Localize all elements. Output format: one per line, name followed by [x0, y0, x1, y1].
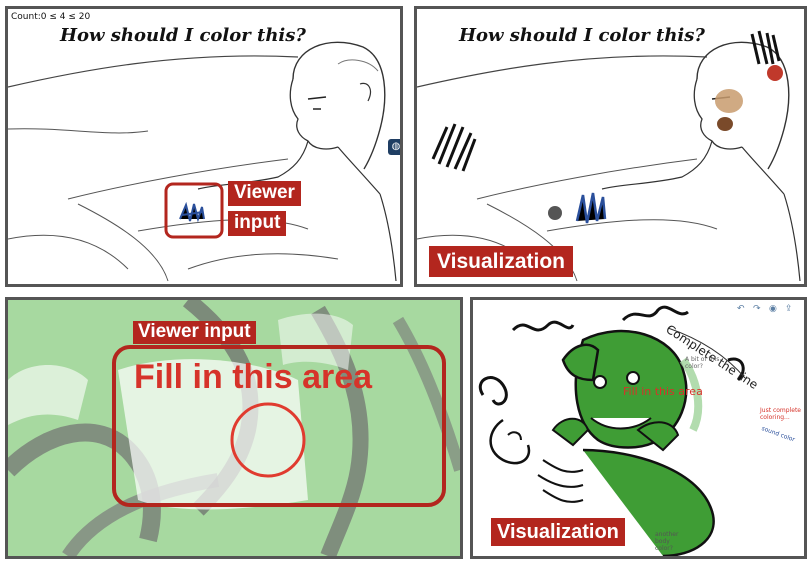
small-note-1b: color? — [685, 363, 703, 370]
share-icon[interactable]: ⇪ — [785, 304, 793, 314]
palette-icon[interactable]: ◍ — [388, 139, 400, 155]
fill-in-area-text: Fill in this area — [134, 358, 373, 396]
count-readout: Count:0 ≤ 4 ≤ 20 — [11, 12, 91, 22]
bottom-note-b: body — [655, 538, 670, 545]
viewer-input-tag-line2: input — [228, 211, 287, 236]
visualization-canvas — [417, 30, 801, 282]
fill-in-area-note: Fill in this area — [623, 385, 703, 398]
zoom-canvas[interactable] — [8, 300, 460, 556]
panel-viewer-input-sketch: Count:0 ≤ 4 ≤ 20 How should I color this… — [5, 6, 403, 287]
visualization-tag: Visualization — [429, 246, 573, 278]
question-text: How should I color this? — [459, 25, 705, 46]
undo-icon[interactable]: ↶ — [737, 304, 745, 314]
small-note-1a: A bit of this — [685, 356, 720, 363]
dragon-canvas — [479, 305, 746, 556]
small-note-2b: coloring... — [760, 414, 790, 421]
visualization-tag: Visualization — [491, 518, 625, 546]
sketch-canvas[interactable] — [8, 9, 400, 284]
eye-icon[interactable]: ◉ — [769, 304, 777, 314]
bottom-note-c: color? — [655, 545, 673, 552]
bottom-note-a: another — [655, 531, 679, 538]
viewer-input-tag: Viewer input — [133, 321, 256, 344]
panel-visualization-dragon: ↶ ↷ ◉ ⇪ Complete the line Fill in this a… — [470, 297, 807, 559]
small-note-2a: Just complete — [760, 407, 801, 414]
redo-icon[interactable]: ↷ — [753, 304, 761, 314]
question-text: How should I color this? — [60, 25, 306, 46]
panel-viewer-input-zoom: Viewer input Fill in this area — [5, 297, 463, 559]
viewer-input-tag-line1: Viewer — [228, 181, 301, 206]
panel-visualization-sketch: How should I color this? — [414, 6, 807, 287]
